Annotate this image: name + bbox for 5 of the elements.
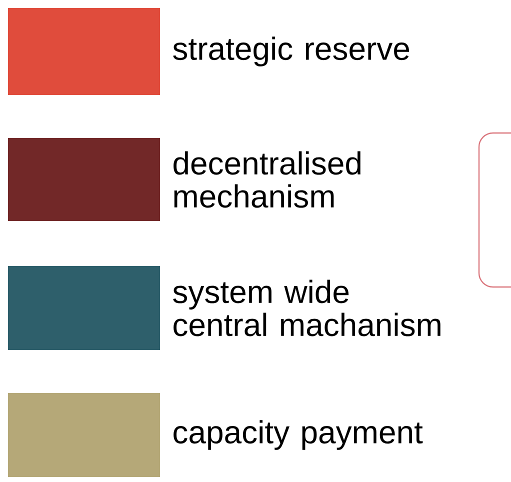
legend-label: capacity payment [174,420,423,450]
rounded-box [478,132,511,288]
legend-label: strategic reserve [173,36,410,66]
legend-label: decentralised mechanism [174,151,360,208]
legend-label: system wide central machanism [173,280,440,336]
